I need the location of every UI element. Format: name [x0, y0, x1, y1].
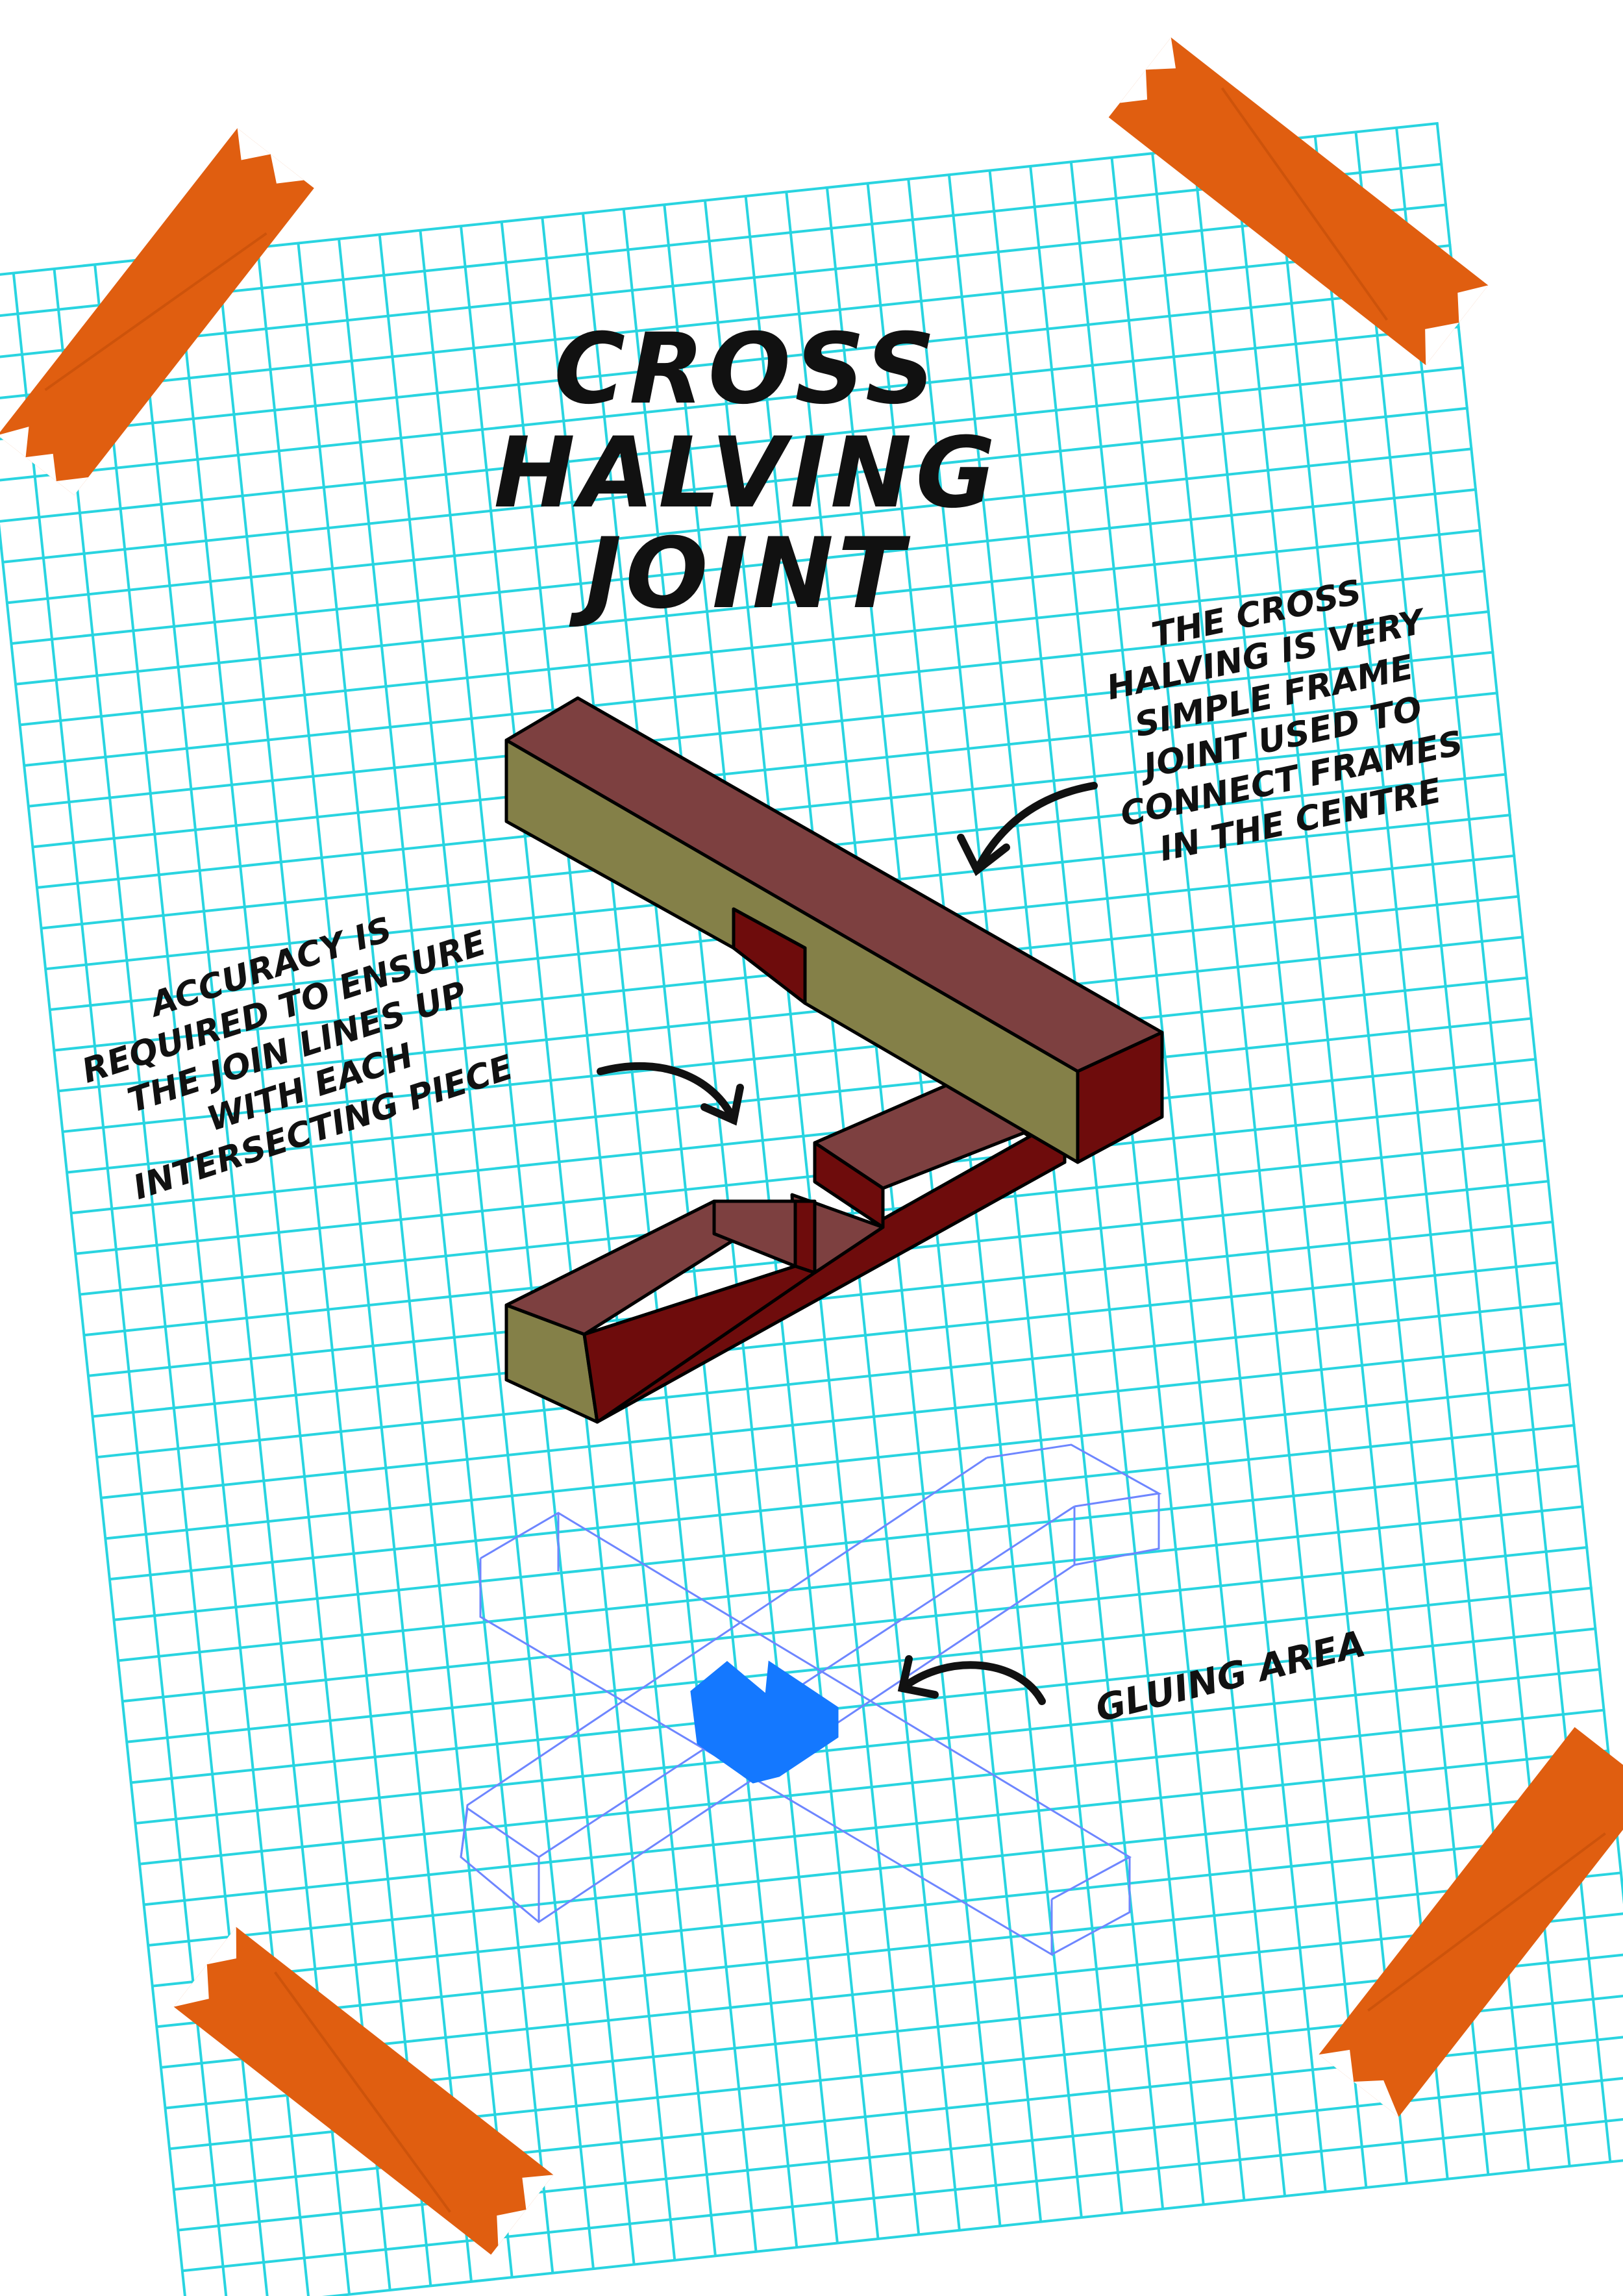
grid-line-horizontal [96, 1301, 1563, 1459]
arrow-icon [957, 782, 1098, 877]
arrow-icon [897, 1655, 1046, 1705]
grid-line-horizontal [0, 243, 1452, 401]
tape-top-left [0, 128, 314, 495]
gluing-area-highlight [690, 1660, 839, 1784]
joint-assembled-wireframe [460, 1443, 1162, 1956]
title-line-3: JOINT [569, 518, 911, 630]
grid-line-horizontal [71, 1057, 1537, 1215]
tape-top-right [1108, 37, 1489, 366]
grid-line-horizontal [28, 651, 1494, 808]
grid-line-horizontal [147, 1790, 1614, 1947]
grid-line-horizontal [58, 936, 1524, 1093]
grid-line-horizontal [139, 1708, 1605, 1866]
grid-line-horizontal [75, 1098, 1541, 1255]
grid-line-horizontal [152, 1830, 1618, 1988]
title-line-2: HALVING [493, 417, 999, 530]
wireframe-beam-2 [479, 1512, 1132, 1956]
grid-line-horizontal [160, 1912, 1623, 2069]
tape-bottom-right [1319, 1727, 1623, 2117]
grid-line-horizontal [66, 1017, 1533, 1174]
grid-line-horizontal [105, 1383, 1572, 1540]
grid-line-horizontal [15, 529, 1481, 686]
grid-line-horizontal [114, 1464, 1580, 1621]
grid-line-horizontal [6, 447, 1473, 605]
grid-line-horizontal [3, 406, 1469, 564]
grid-line-horizontal [32, 692, 1499, 849]
tape-bottom-left [173, 1927, 554, 2255]
grid-line-horizontal [186, 2156, 1623, 2296]
joint-exploded-view [504, 696, 1164, 1424]
grid-line-horizontal [92, 1261, 1559, 1418]
annotation-description: THE CROSS HALVING IS VERY SIMPLE FRAME J… [1104, 573, 1467, 869]
grid-line-horizontal [62, 976, 1529, 1133]
wireframe-beam-1 [460, 1443, 1162, 1923]
grid-line-horizontal [19, 569, 1486, 727]
grid-line-horizontal [118, 1505, 1584, 1662]
grid-line-horizontal [0, 284, 1456, 442]
grid-line-horizontal [156, 1871, 1623, 2028]
page-title: CROSS HALVING JOINT [493, 313, 999, 630]
upper-wood-piece [504, 696, 1164, 1164]
grid-line-horizontal [101, 1342, 1567, 1499]
grid-line-horizontal [135, 1667, 1602, 1825]
grid-line-horizontal [23, 610, 1490, 767]
grid-line-horizontal [182, 2115, 1623, 2273]
grid-line-horizontal [122, 1545, 1589, 1703]
lower-wood-piece [504, 1063, 1067, 1424]
grid-line-horizontal [109, 1423, 1576, 1581]
grid-line-horizontal [0, 203, 1448, 360]
arrow-icon [597, 1062, 744, 1126]
grid-line-horizontal [0, 325, 1460, 482]
grid-line-horizontal [127, 1586, 1592, 1743]
grid-line-horizontal [11, 488, 1478, 645]
title-line-1: CROSS [554, 313, 939, 426]
grid-line-horizontal [0, 366, 1465, 523]
grid-line-horizontal [143, 1749, 1610, 1906]
